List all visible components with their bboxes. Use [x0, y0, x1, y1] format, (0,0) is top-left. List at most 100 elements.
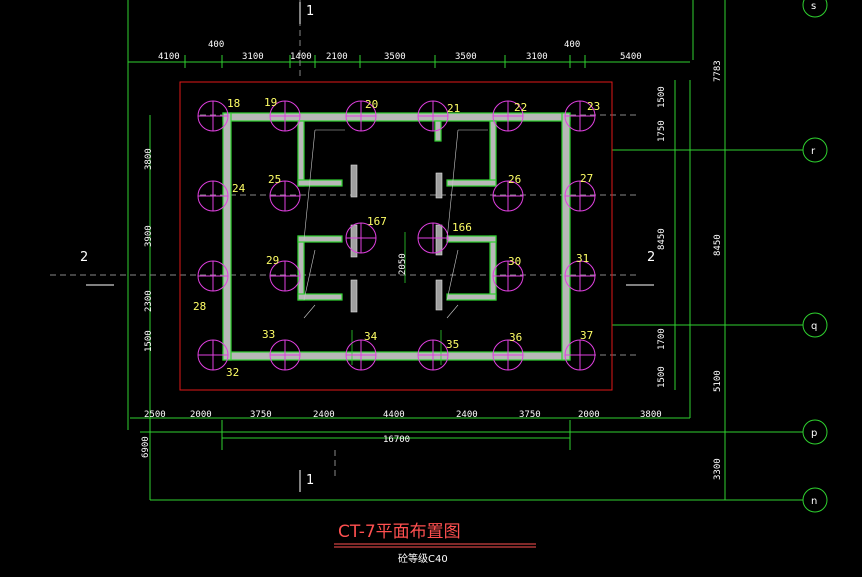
dim-text: 3500 — [455, 52, 477, 62]
pile-30 — [492, 260, 524, 292]
section-mark-bottom: 1 — [306, 473, 314, 488]
axis-bubbles — [802, 0, 828, 513]
pile-label: 34 — [364, 330, 378, 343]
pile-label: 22 — [514, 101, 527, 114]
pile-18 — [197, 100, 229, 132]
pile-labels: 18 19 20 21 22 23 24 25 26 27 28 29 30 3… — [193, 96, 600, 379]
pile-label: 167 — [367, 215, 387, 228]
top-dimension-ticks — [184, 55, 586, 68]
pile-label: 26 — [508, 173, 521, 186]
title-block: CT-7平面布置图 砼等级C40 — [334, 522, 536, 565]
bottom-dimensions: 2500 2000 3750 2400 4400 2400 3750 2000 … — [144, 410, 662, 445]
dim-text: 1500 — [657, 86, 667, 108]
dim-text: 2300 — [144, 290, 154, 312]
dim-text: 3500 — [384, 52, 406, 62]
dim-text: 4400 — [383, 410, 405, 420]
dim-text: 1750 — [657, 120, 667, 142]
pile-22 — [492, 100, 524, 132]
pile-29 — [269, 260, 301, 292]
pile-label: 23 — [587, 100, 600, 113]
section-markers: 1 1 2 2 — [80, 2, 655, 492]
section-mark-top: 1 — [306, 4, 314, 19]
dim-text: 3800 — [144, 148, 154, 170]
axis-labels: s r q p n — [811, 1, 817, 507]
dim-text: 1500 — [144, 330, 154, 352]
pile-label: 166 — [452, 221, 472, 234]
pile-label: 36 — [509, 331, 522, 344]
pile-label: 29 — [266, 254, 279, 267]
axis-bubble-r — [802, 137, 828, 163]
axis-bubble-s — [802, 0, 828, 18]
pile-label: 21 — [447, 102, 460, 115]
axis-bubble-p — [802, 419, 828, 445]
dim-text: 2000 — [578, 410, 600, 420]
dim-text: 7783 — [713, 60, 723, 82]
pile-37 — [564, 339, 596, 371]
dim-text: 1700 — [657, 328, 667, 350]
compartment-hatch — [303, 129, 488, 319]
pile-label: 24 — [232, 182, 246, 195]
piles — [197, 100, 596, 371]
dim-text: 1400 — [290, 52, 312, 62]
dim-text: 2100 — [326, 52, 348, 62]
pile-26 — [492, 180, 524, 212]
pile-32 — [197, 339, 229, 371]
right-outer-dimensions: 7783 8450 5100 3300 — [713, 60, 723, 480]
dim-text: 2000 — [190, 410, 212, 420]
dim-text: 4100 — [158, 52, 180, 62]
walls — [222, 112, 571, 361]
dim-text: 400 — [564, 40, 580, 50]
dim-text: 3100 — [242, 52, 264, 62]
pile-label: 33 — [262, 328, 275, 341]
dim-text: 2400 — [313, 410, 335, 420]
dim-text: 8450 — [713, 234, 723, 256]
pile-label: 37 — [580, 329, 593, 342]
pile-23 — [564, 100, 596, 132]
axis-label: p — [811, 428, 817, 439]
cap-outline — [179, 81, 613, 391]
left-dimensions: 3800 3900 2300 1500 6900 2050 — [141, 148, 408, 458]
dim-text: 2500 — [144, 410, 166, 420]
pile-label: 20 — [365, 98, 378, 111]
pile-label: 30 — [508, 255, 521, 268]
dim-text: 3900 — [144, 225, 154, 247]
pile-label: 18 — [227, 97, 240, 110]
dim-text: 3100 — [526, 52, 548, 62]
dim-text: 1500 — [657, 366, 667, 388]
pile-28 — [197, 260, 229, 292]
pile-167 — [345, 222, 377, 254]
pile-label: 31 — [576, 252, 589, 265]
dim-text: 2050 — [398, 253, 408, 275]
section-mark-left: 2 — [80, 250, 88, 265]
axis-bubble-n — [802, 487, 828, 513]
inner-guides — [351, 232, 442, 365]
section-mark-right: 2 — [647, 250, 655, 265]
axis-grid-lines — [127, 0, 810, 501]
drawing-subtitle: 砼等级C40 — [398, 552, 448, 565]
drawing-title: CT-7平面布置图 — [338, 522, 461, 542]
pile-label: 25 — [268, 173, 281, 186]
pile-31 — [564, 260, 596, 292]
dim-text: 5100 — [713, 370, 723, 392]
pile-36 — [492, 339, 524, 371]
pile-21 — [417, 100, 449, 132]
pile-166 — [417, 222, 449, 254]
helper-lines — [50, 0, 640, 480]
axis-label: n — [811, 496, 817, 507]
pile-19 — [269, 100, 301, 132]
right-inner-dimensions: 1500 1750 8450 1700 1500 — [657, 86, 667, 388]
dim-text: 3750 — [519, 410, 541, 420]
pile-label: 32 — [226, 366, 239, 379]
axis-label: s — [811, 1, 816, 12]
dim-text: 16700 — [383, 435, 410, 445]
dim-text: 3300 — [713, 458, 723, 480]
pile-label: 28 — [193, 300, 206, 313]
dim-text: 3750 — [250, 410, 272, 420]
pile-20 — [345, 100, 377, 132]
pile-label: 35 — [446, 338, 459, 351]
dim-text: 5400 — [620, 52, 642, 62]
axis-label: r — [811, 146, 816, 157]
axis-label: q — [811, 321, 817, 332]
pile-24 — [197, 180, 229, 212]
